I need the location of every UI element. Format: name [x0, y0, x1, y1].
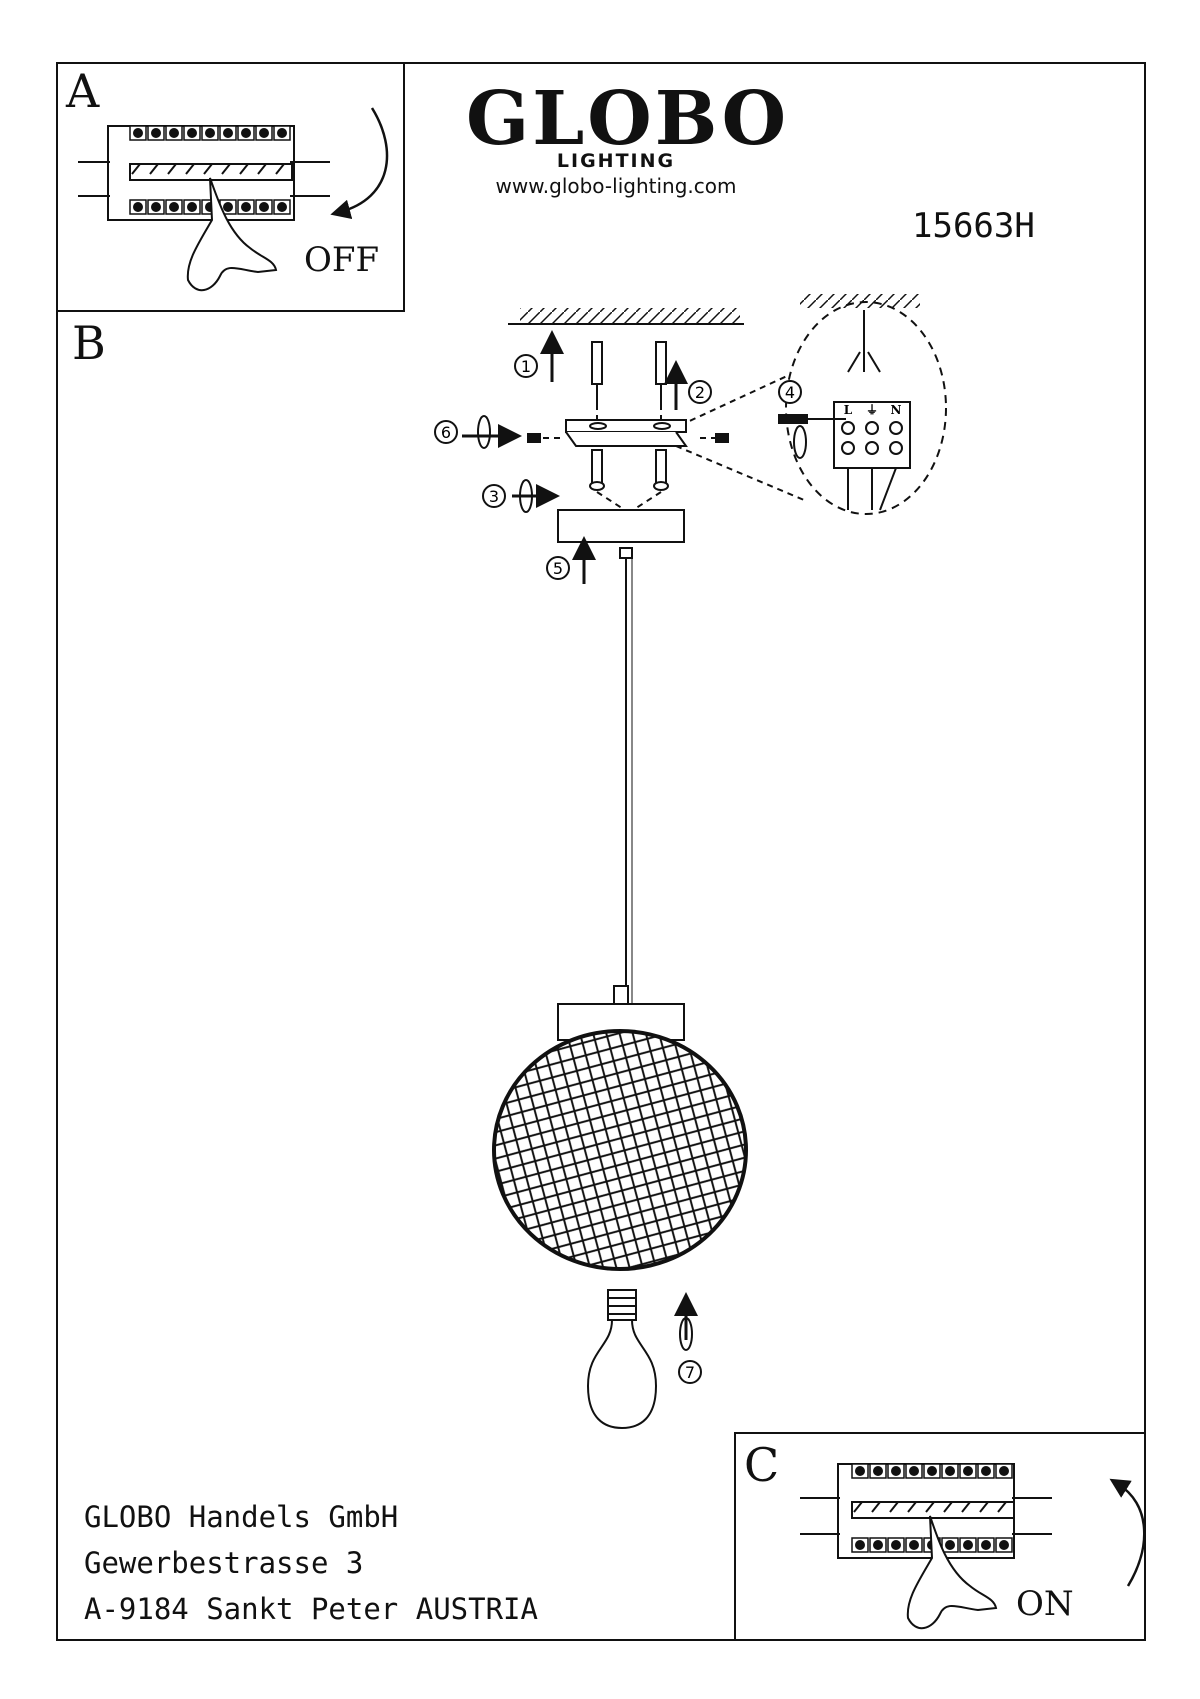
step-number: 7	[685, 1363, 695, 1382]
step-number: 5	[553, 559, 563, 578]
brand-logo: GLOBO	[466, 76, 790, 162]
step-7-marker: 7	[674, 1292, 702, 1384]
step-1-marker: 1	[514, 330, 564, 382]
page-frame	[56, 62, 1146, 1641]
screwdriver-icon	[778, 414, 846, 424]
address-line-street: Gewerbestrasse 3	[84, 1546, 364, 1580]
address-line-city: A-9184 Sankt Peter AUSTRIA	[84, 1592, 538, 1626]
rotate-icon	[519, 479, 533, 513]
step-4-marker: 4	[778, 380, 802, 404]
panel-a-switch-off	[56, 62, 405, 312]
off-label: OFF	[304, 240, 380, 280]
rotate-icon	[793, 425, 807, 459]
terminal-label: N	[891, 403, 902, 417]
light-bulb-icon	[586, 1289, 658, 1430]
step-markers: 1 2 3 4 5 6 7	[434, 330, 807, 1384]
rotate-icon	[679, 1317, 693, 1351]
step-number: 3	[489, 487, 499, 506]
on-arrow-icon	[1109, 1478, 1146, 1587]
step-3-marker: 3	[482, 484, 560, 508]
model-number: 15663H	[912, 206, 1035, 246]
manufacturer-address: GLOBO Handels GmbH Gewerbestrasse 3 A-91…	[84, 1494, 538, 1632]
hand-press-icon	[906, 1515, 998, 1629]
brand-sub-logo: LIGHTING	[556, 150, 676, 172]
step-2-marker: 2	[664, 360, 712, 410]
on-label: ON	[1016, 1584, 1074, 1624]
off-arrow-icon	[330, 107, 389, 220]
step-5-marker: 5	[546, 536, 596, 584]
terminal-label: ⏚	[866, 403, 878, 417]
bracket-screw-icon	[589, 449, 669, 491]
panel-b-letter: B	[72, 316, 106, 370]
ceiling-surface	[508, 308, 744, 325]
side-screw-icon	[527, 433, 729, 443]
wire-mesh-globe-shade	[492, 985, 748, 1271]
step-number: 1	[521, 357, 531, 376]
rotate-icon	[477, 415, 491, 449]
terminal-label: L	[844, 403, 853, 417]
panel-a-letter: A	[66, 64, 100, 118]
step-number: 4	[785, 383, 795, 402]
panel-c-letter: C	[744, 1438, 780, 1492]
mounting-bracket	[565, 419, 688, 447]
wiring-detail-bubble: L ⏚ N	[785, 294, 947, 515]
alignment-guides	[532, 369, 805, 513]
step-6-marker: 6	[434, 420, 522, 448]
breaker-panel-c	[800, 1463, 1052, 1559]
address-line-company: GLOBO Handels GmbH	[84, 1500, 399, 1534]
step-number: 6	[441, 423, 451, 442]
panel-c-switch-on	[734, 1432, 1146, 1641]
step-number: 2	[695, 383, 705, 402]
hand-press-icon	[186, 177, 278, 291]
wall-plug-icon	[591, 341, 667, 404]
website-url: www.globo-lighting.com	[495, 174, 737, 198]
ceiling-canopy	[557, 509, 685, 559]
breaker-panel-a	[78, 125, 330, 221]
